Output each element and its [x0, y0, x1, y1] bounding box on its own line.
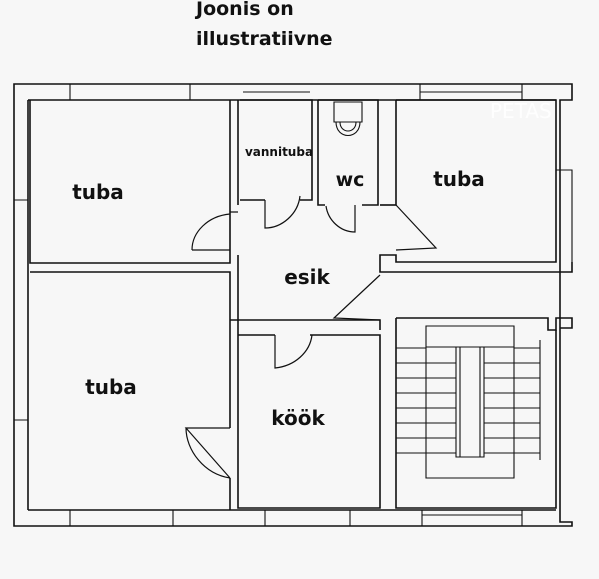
watermark-logo: PETAS: [490, 99, 552, 123]
doors: [184, 195, 438, 479]
room-label-kook: köök: [271, 406, 325, 430]
note-line-1: Joonis on: [196, 0, 294, 20]
illustrative-note: Joonis on illustratiivne: [196, 0, 333, 54]
note-line-2: illustratiivne: [196, 28, 333, 50]
room-label-tuba-top-right: tuba: [433, 167, 485, 191]
room-walls-left: [29, 100, 239, 510]
room-label-vannituba: vannituba: [245, 145, 313, 159]
room-label-esik: esik: [284, 265, 330, 289]
room-label-tuba-bottom-left: tuba: [85, 375, 137, 399]
room-label-tuba-top-left: tuba: [72, 180, 124, 204]
room-walls-wet: [240, 99, 379, 206]
room-labels: tuba vannituba wc tuba esik tuba köök: [72, 145, 485, 430]
room-label-wc: wc: [336, 169, 365, 191]
stairwell: [395, 317, 573, 509]
